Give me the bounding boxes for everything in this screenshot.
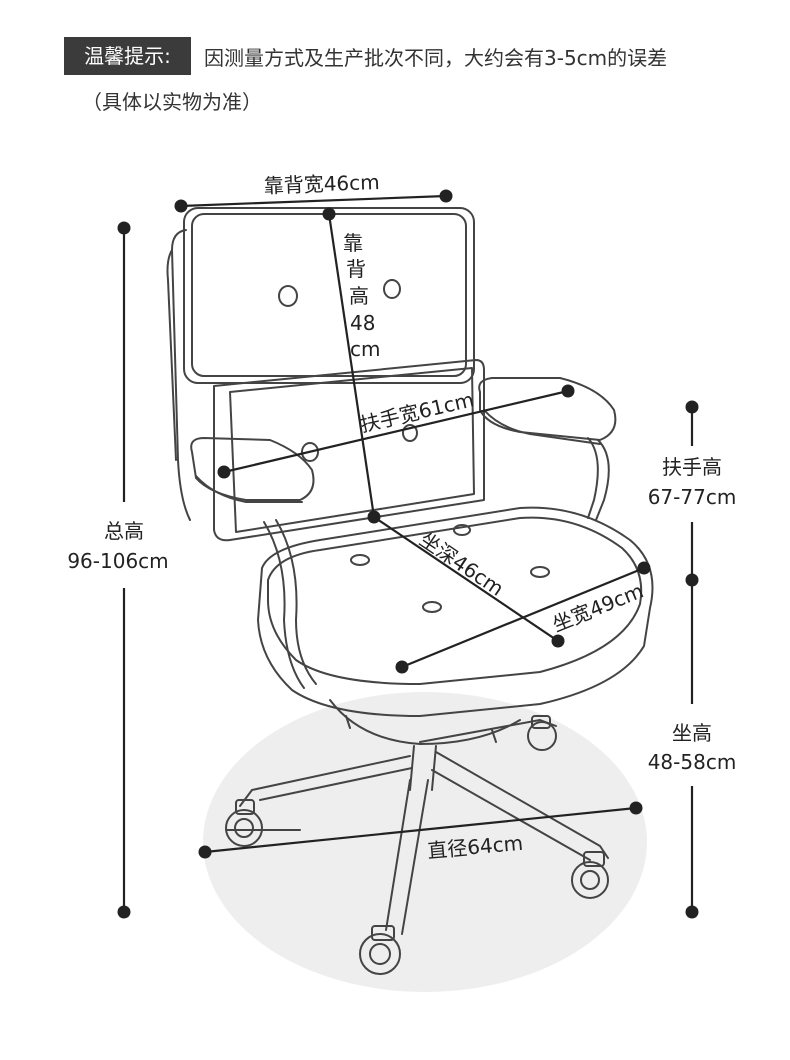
armrest-width-line: [223, 389, 569, 474]
backrest-height-line: [327, 213, 376, 518]
backrest-width-line: [180, 194, 447, 208]
arm-height-value: 67-77cm: [648, 485, 737, 509]
total-height-value: 96-106cm: [67, 549, 168, 573]
floor-shadow: [203, 692, 647, 992]
dimension-dots: [117, 189, 699, 919]
svg-text:cm: cm: [350, 337, 380, 361]
notice-tag: 温馨提示:: [64, 37, 191, 75]
seat-depth-line: [373, 516, 559, 642]
seat-depth-label: 坐深46cm: [415, 527, 508, 601]
seat-height-title: 坐高: [672, 721, 712, 745]
notice-text: 因测量方式及生产批次不同，大约会有3-5cm的误差: [204, 45, 668, 70]
svg-text:背: 背: [346, 257, 366, 281]
backrest-height-label: 靠 背 高 48 cm: [343, 231, 380, 361]
notice-bar: 温馨提示: 因测量方式及生产批次不同，大约会有3-5cm的误差: [64, 37, 667, 75]
notice-subtext: （具体以实物为准）: [82, 90, 262, 114]
svg-text:靠: 靠: [343, 231, 363, 255]
arm-height-title: 扶手高: [662, 455, 722, 479]
svg-text:48: 48: [350, 311, 375, 335]
seat-width-line: [401, 566, 645, 669]
base-diameter-line: [204, 806, 637, 854]
dimension-lines: [122, 194, 694, 912]
svg-text:高: 高: [349, 284, 369, 308]
chair-outline: [166, 207, 654, 975]
total-height-title: 总高: [104, 519, 144, 543]
backrest-width-label: 靠背宽46cm: [263, 170, 380, 198]
seat-height-value: 48-58cm: [648, 750, 737, 774]
